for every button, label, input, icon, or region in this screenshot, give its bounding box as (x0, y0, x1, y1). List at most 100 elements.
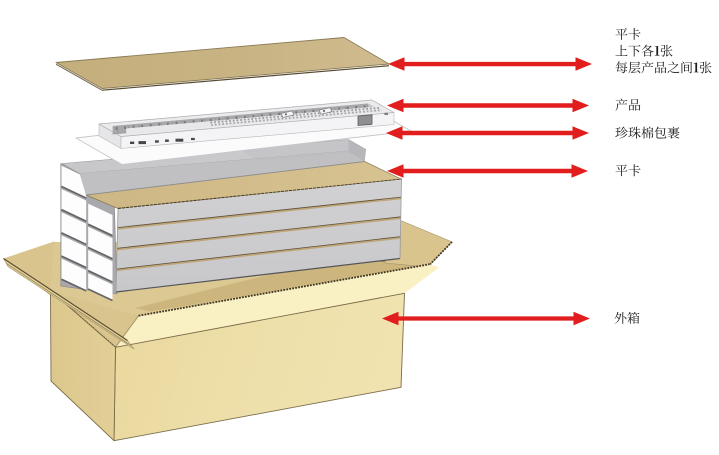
tray-front-port (155, 140, 159, 143)
stack-front-face (116, 179, 402, 292)
tray-perf-dot (281, 117, 284, 120)
tray-perf-dot (255, 120, 258, 122)
tray-clip-dot (284, 113, 288, 116)
tray-perf-dot (311, 115, 313, 117)
label-foam-wrap-line1 (615, 126, 680, 139)
stack-mid-card-top-edge (85, 161, 365, 196)
stack-mid-card-edge (117, 178, 402, 210)
tray-wall-slot (115, 127, 118, 130)
tray-wall-slot (235, 116, 238, 120)
tray-wall-slot (175, 121, 178, 125)
tray-perf-dot (322, 114, 324, 116)
arrow-top-card (388, 57, 592, 71)
stack-end-row2-col2 (88, 203, 113, 235)
stack-end-shadow2-col2 (87, 223, 113, 237)
stack-top-slab-front (79, 149, 366, 195)
tray-wall-slot (158, 123, 161, 126)
tray-perf-dot (344, 112, 347, 115)
tray-perf-dot (233, 122, 236, 124)
tray-perf-dot (225, 120, 228, 123)
tray-perf-dot (306, 113, 309, 115)
tray-perf-dot (355, 109, 357, 111)
tray-perf-dot (326, 114, 328, 116)
label-product-line1 (615, 98, 641, 111)
tray-perf-dot (377, 107, 379, 109)
product-tray (98, 99, 395, 149)
tray-perf-dot (274, 118, 276, 121)
tray-perf-dot (292, 117, 295, 119)
stack-slab-shadow (240, 139, 366, 161)
tray-perf-dot (295, 114, 298, 116)
tray-perf-dot (358, 108, 361, 111)
tray-perf-dot (347, 109, 350, 112)
tray-wall-slot (304, 110, 306, 114)
tray-wall-slot (209, 118, 212, 122)
tray-front-port (175, 138, 184, 142)
tray-perf-dot (343, 110, 346, 112)
tray-wall-slot (269, 113, 272, 117)
tray-perf-dot (366, 110, 369, 113)
tray-wall-slot (124, 126, 126, 129)
tray-perf-dot (351, 111, 354, 114)
tray-wall-slot (244, 115, 246, 119)
tray-perf-dot (262, 117, 265, 119)
tray-perf-dot (314, 112, 316, 115)
tray-perf-dot (222, 123, 224, 125)
stack-card-line1-edge (117, 196, 402, 228)
tray-perf-dot (359, 111, 361, 113)
box-left-face (50, 290, 116, 442)
box-left-flap-fold (6, 263, 132, 346)
tray-perf-dot (236, 119, 239, 122)
stack-end-row3-col2 (88, 226, 113, 258)
tray-perf-dot (247, 118, 250, 121)
tray-wall-slot (218, 118, 221, 121)
tray-front-port (130, 141, 135, 144)
box-front-wall-top-edge (138, 263, 430, 317)
tray-wall-slot (363, 105, 366, 108)
stack-end-row1-col1 (61, 165, 87, 198)
tray-front-port (191, 137, 195, 141)
stack-card-line1 (117, 197, 402, 230)
tray-front-ports (130, 137, 195, 145)
tray-wall-slot (261, 114, 263, 117)
tray-perf-dot (303, 113, 305, 116)
top-flat-card (55, 37, 390, 91)
top-flat-card-thickness (101, 65, 390, 91)
tray-perf-dot (266, 119, 269, 121)
tray-port-small (384, 112, 388, 115)
tray-wall-slot (338, 107, 340, 111)
tray-perf-dot (251, 120, 254, 123)
tray-perf-dot (251, 118, 253, 120)
arrow-mid-card (387, 164, 588, 178)
stack-end-row5-col2 (88, 273, 113, 300)
tray-perf-dot (270, 118, 273, 121)
tray-wall-slot (355, 106, 357, 109)
tray-perf-dot (258, 117, 261, 120)
tray-perf-dot (214, 123, 217, 126)
stack-card-line2 (117, 216, 401, 251)
box-right-flap-edge (427, 241, 453, 268)
stack-front-left-edge (115, 208, 119, 293)
tray-perf-dot (221, 120, 224, 123)
tray-perf-dot (377, 109, 380, 112)
tray-wall-slot (295, 111, 298, 114)
stack-bottom-edge (115, 257, 401, 293)
tray-perf-dot (273, 116, 276, 118)
tray-perf-dot (248, 120, 250, 123)
stack-card-line2-edge (117, 216, 401, 249)
tray-clip2 (318, 107, 333, 115)
tray-wall-slot (192, 120, 195, 123)
stack-end-shadow3-col1 (61, 232, 87, 246)
tray-perf-dot (332, 111, 335, 113)
stack-end-shadow3-col2 (87, 246, 113, 260)
product-stack (60, 139, 402, 302)
label-top-card: 平卡上下各1张每层产品之间1张 (615, 28, 712, 74)
tray-perf-dot (218, 123, 221, 126)
stack-end-shadow2-col1 (61, 208, 87, 223)
tray-perf-dot (362, 108, 365, 111)
tray-front-port (165, 139, 169, 142)
arrows (382, 57, 592, 326)
box-front-wall-left-edge (115, 315, 140, 348)
label-top-card-line1 (615, 28, 641, 40)
